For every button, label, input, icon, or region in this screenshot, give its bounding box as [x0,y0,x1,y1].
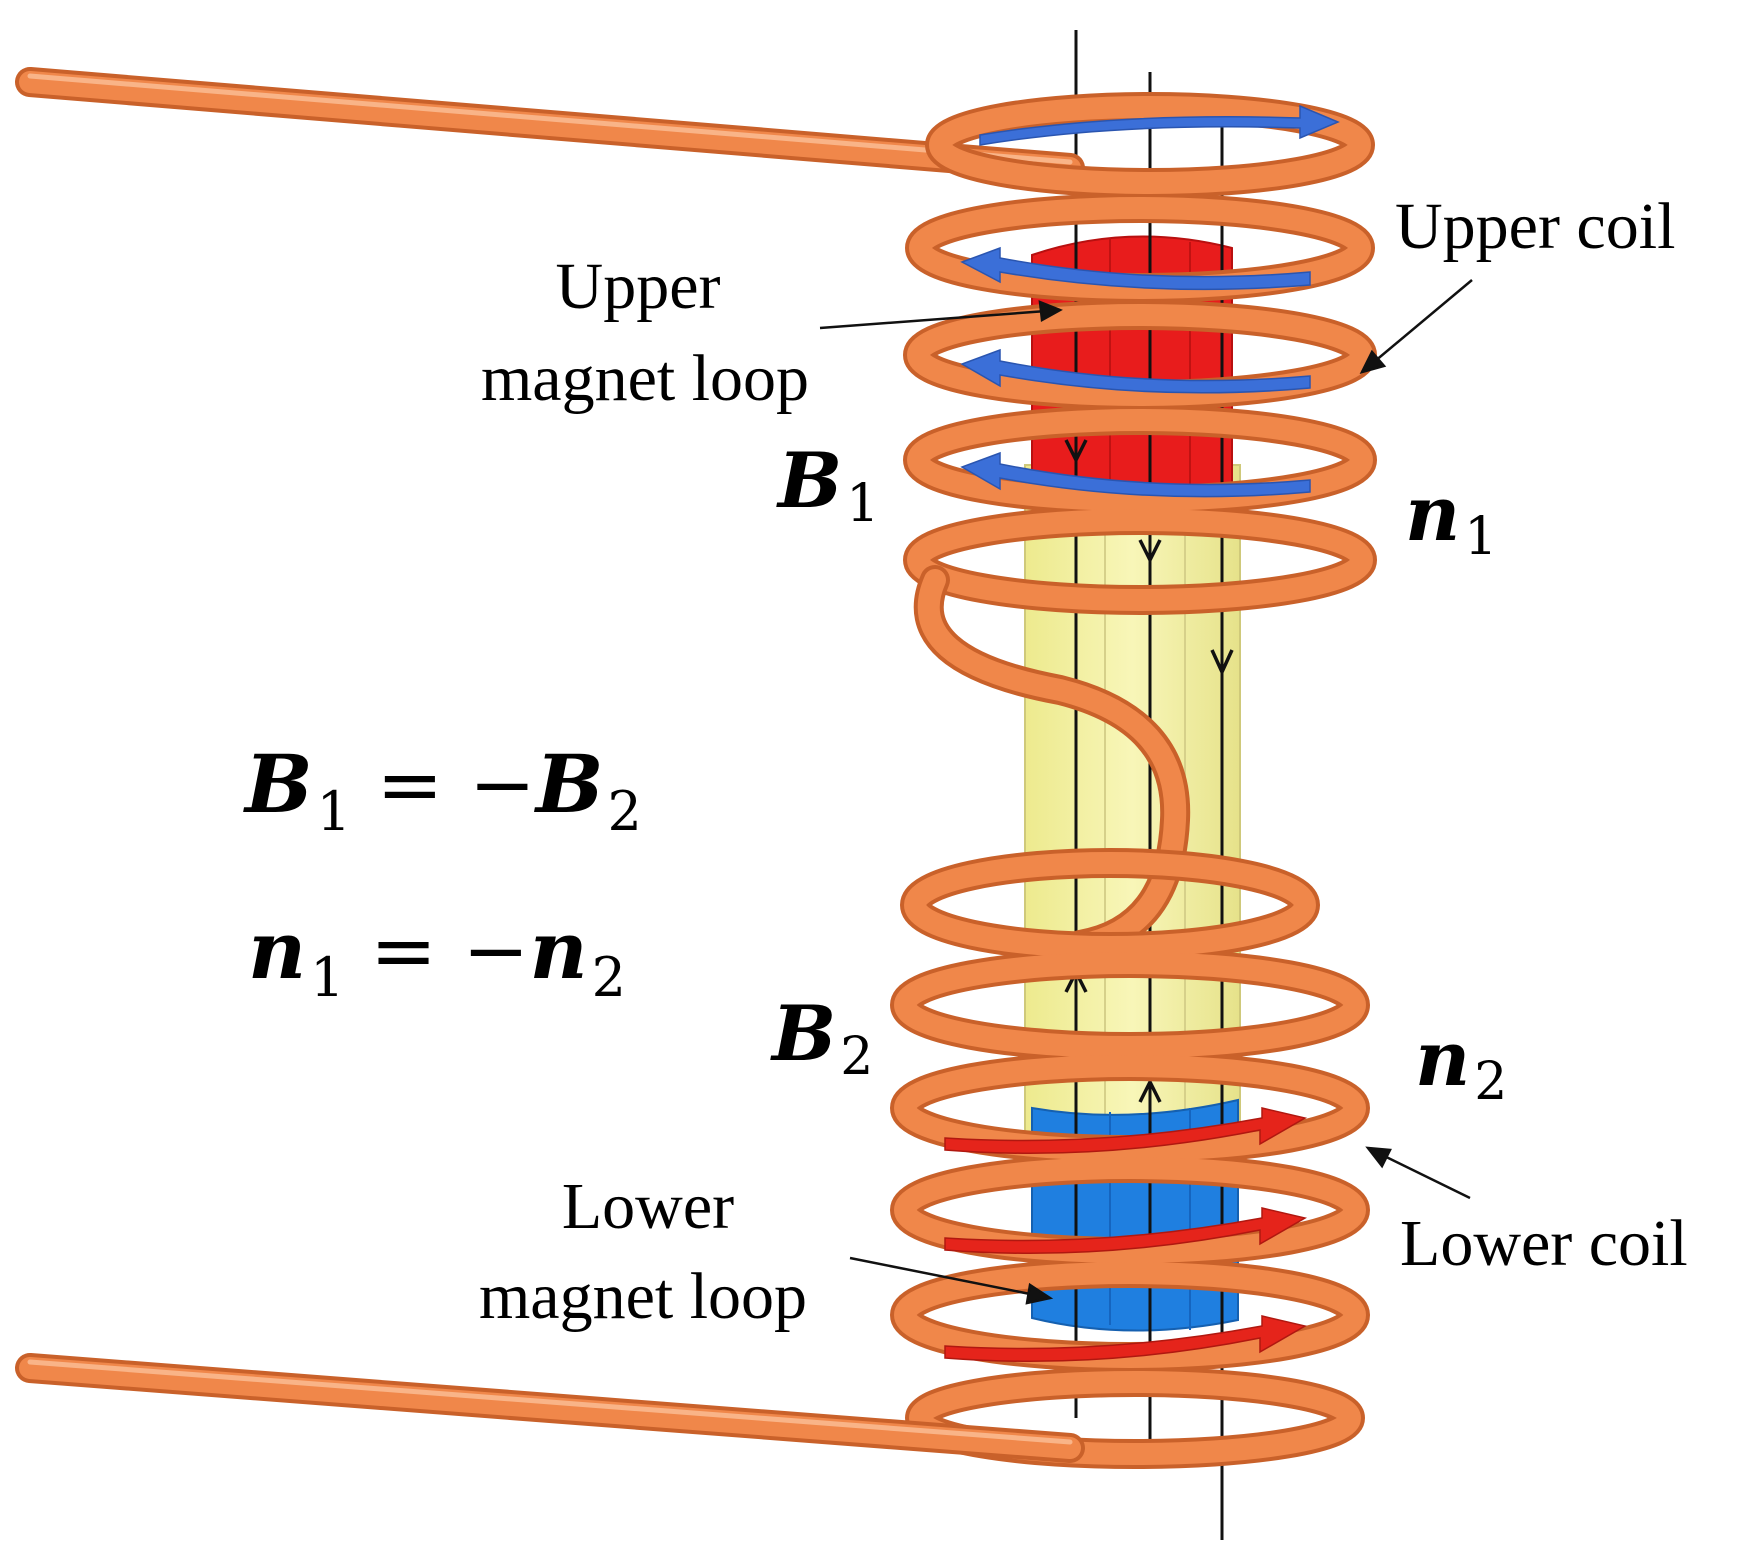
blue-current-arrow [960,246,1311,291]
leader-upper-magnet-loop [819,308,1061,330]
blue-current-arrow [960,451,1311,498]
red-current-arrow [944,1107,1308,1155]
symbol-n1: n1 [1405,469,1497,567]
leader-lines [819,279,1473,1305]
symbol-n2: n2 [1415,1014,1507,1112]
upper-coil-label: Upper coil [1395,190,1675,263]
field-arrow-down [1210,649,1234,677]
labels: Upper coil Upper magnet loop Lower magne… [243,190,1688,1333]
field-arrow-down [1064,439,1088,464]
symbol-B2: B2 [770,989,873,1087]
field-arrow-up [1138,1078,1162,1103]
upper-magnet-loop-label-line1: Upper [556,250,721,323]
upper-coil [15,67,1377,960]
lower-coil [15,848,1370,1469]
blue-current-arrow [979,104,1340,146]
lower-magnet-loop-label-line1: Lower [562,1170,734,1243]
symbol-B1: B1 [776,436,879,534]
lower-magnet-loop-label-line2: magnet loop [479,1260,807,1333]
red-current-arrow [944,1207,1308,1255]
equation-n: n1 = −n2 [248,903,626,1009]
lower-loop-current-arrows [944,1107,1308,1363]
upper-loop-current-arrows [960,104,1340,498]
leader-lower-magnet-loop [849,1256,1051,1300]
field-arrow-down [1138,539,1162,564]
equation-B: B1 = −B2 [243,737,642,843]
leader-upper-coil [1361,279,1473,373]
lower-coil-label: Lower coil [1400,1207,1688,1280]
red-current-arrow [944,1315,1308,1363]
upper-magnet-loop-label-line2: magnet loop [481,342,809,415]
blue-current-arrow [960,348,1311,394]
